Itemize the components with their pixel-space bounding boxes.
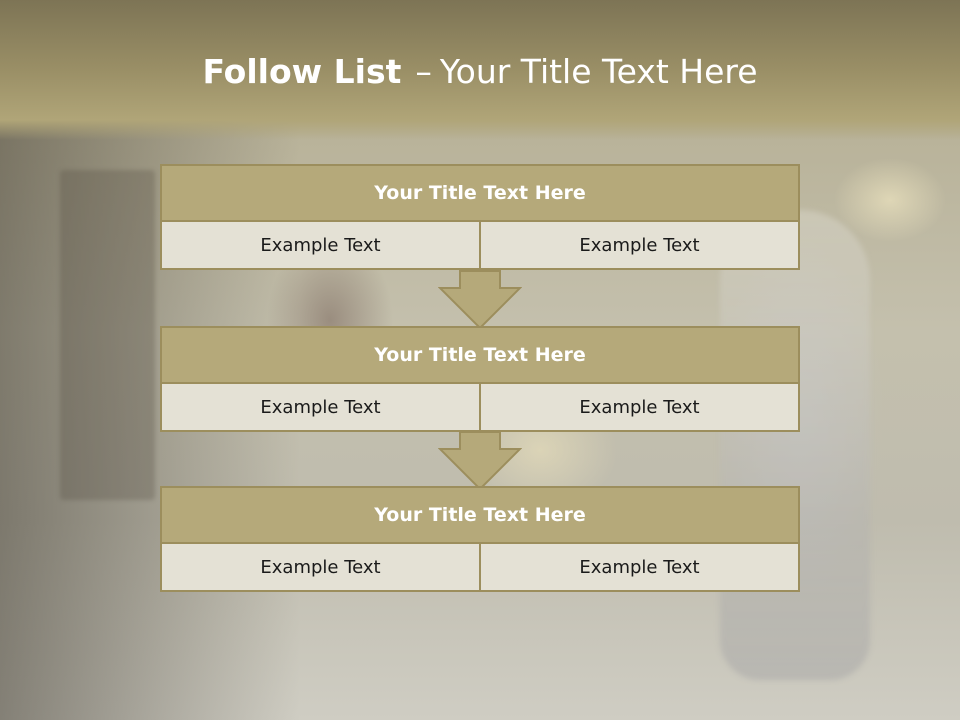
title-band [0, 0, 960, 140]
background-shelf [60, 170, 155, 500]
title-separator: – [415, 52, 432, 91]
step-cell-left: Example Text [162, 384, 479, 430]
title-bold: Follow List [202, 52, 402, 91]
step-cell-right: Example Text [479, 222, 798, 268]
step-title: Your Title Text Here [162, 488, 798, 544]
step-block-3: Your Title Text Here Example Text Exampl… [160, 486, 800, 592]
step-block-2: Your Title Text Here Example Text Exampl… [160, 326, 800, 432]
step-row: Example Text Example Text [162, 222, 798, 268]
down-arrow-icon [438, 431, 522, 491]
step-row: Example Text Example Text [162, 384, 798, 430]
step-cell-left: Example Text [162, 544, 479, 590]
step-title: Your Title Text Here [162, 328, 798, 384]
background-person [720, 210, 870, 680]
step-cell-right: Example Text [479, 544, 798, 590]
step-title: Your Title Text Here [162, 166, 798, 222]
step-cell-left: Example Text [162, 222, 479, 268]
step-cell-right: Example Text [479, 384, 798, 430]
step-block-1: Your Title Text Here Example Text Exampl… [160, 164, 800, 270]
slide-title: Follow List–Your Title Text Here [0, 52, 960, 91]
down-arrow-icon [438, 270, 522, 330]
step-row: Example Text Example Text [162, 544, 798, 590]
title-rest: Your Title Text Here [439, 52, 758, 91]
